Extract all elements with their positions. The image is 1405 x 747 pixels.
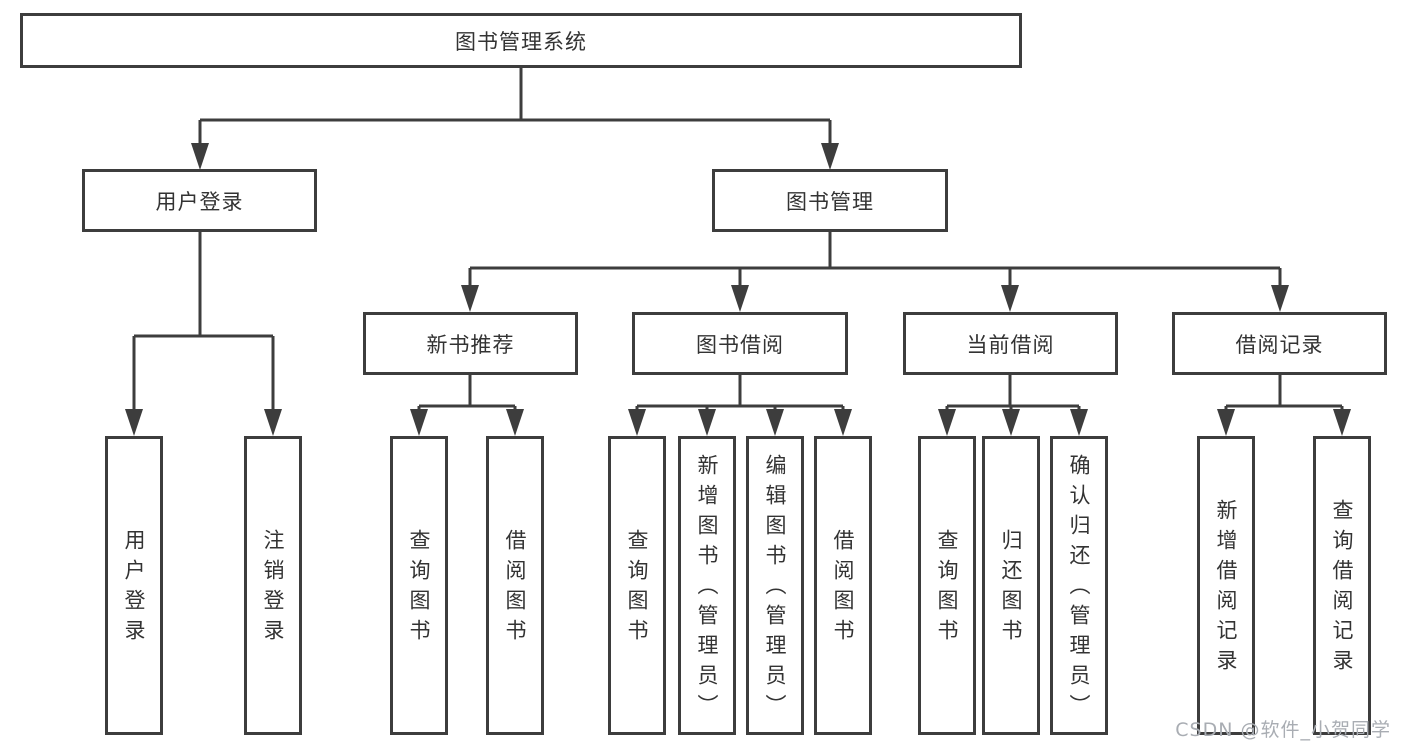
leaf-newbooks-borrow-books: 借阅图书 [486, 436, 544, 735]
leaf-borrow-edit-books-admin: 编辑图书（管理员） [746, 436, 804, 735]
leaf-logout: 注销登录 [244, 436, 302, 735]
csdn-watermark: CSDN @软件_小贺同学 [1175, 719, 1391, 741]
node-new-book-recommend: 新书推荐 [363, 312, 578, 375]
leaf-current-return-books: 归还图书 [982, 436, 1040, 735]
leaf-borrow-add-books-admin: 新增图书（管理员） [678, 436, 736, 735]
leaf-newbooks-query-books: 查询图书 [390, 436, 448, 735]
node-book-management: 图书管理 [712, 169, 948, 232]
node-borrow-records: 借阅记录 [1172, 312, 1387, 375]
leaf-borrow-borrow-books: 借阅图书 [814, 436, 872, 735]
node-root: 图书管理系统 [20, 13, 1022, 68]
leaf-records-query-record: 查询借阅记录 [1313, 436, 1371, 735]
node-user-login: 用户登录 [82, 169, 317, 232]
leaf-records-add-record: 新增借阅记录 [1197, 436, 1255, 735]
connector-paths [132, 68, 1344, 414]
node-current-borrow: 当前借阅 [903, 312, 1118, 375]
arrowheads [125, 143, 1351, 436]
leaf-user-login: 用户登录 [105, 436, 163, 735]
leaf-borrow-query-books: 查询图书 [608, 436, 666, 735]
node-book-borrow: 图书借阅 [632, 312, 848, 375]
leaf-current-confirm-return-admin: 确认归还（管理员） [1050, 436, 1108, 735]
leaf-current-query-books: 查询图书 [918, 436, 976, 735]
